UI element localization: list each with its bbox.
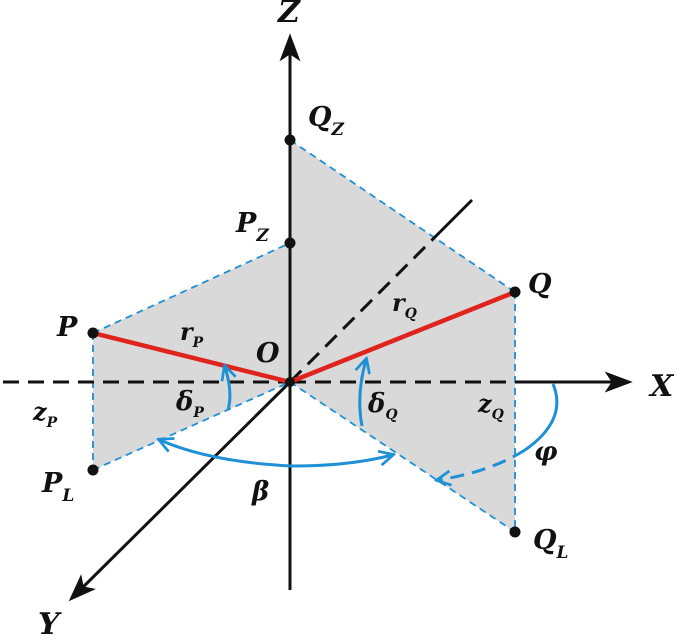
point-qz [284,134,296,146]
points [87,134,521,538]
label-delta-q: δQ [367,389,398,423]
label-pz: PZ [235,208,269,246]
point-q [509,286,521,298]
label-phi: φ [534,437,558,467]
label-ql: QL [533,525,568,563]
arc-beta-right [291,455,392,468]
label-p: P [56,312,78,343]
label-q: Q [528,269,552,300]
x-axis-label: X [648,369,675,404]
label-zq: zQ [477,389,504,423]
label-beta: β [251,477,269,507]
point-origin [285,377,295,387]
label-rp: rP [180,317,204,351]
y-axis-label: Y [38,607,62,639]
point-p [87,327,99,339]
arc-delta-q [360,360,366,427]
label-qz: QZ [308,102,345,140]
point-pz [284,237,296,249]
arc-phi-dashed [438,448,526,480]
radius-p [92,330,291,385]
label-pl: PL [41,468,74,506]
point-pl [87,464,99,476]
z-axis-label: Z [277,0,301,30]
arc-phi [524,383,559,452]
label-zp: zP [32,397,58,431]
arc-beta-left [160,440,293,468]
y-axis-back-dashed [288,230,442,384]
point-ql [509,526,521,538]
y-axis [68,380,292,602]
label-delta-p: δP [175,387,204,421]
radius-q [289,289,516,385]
label-rq: rQ [392,288,417,322]
arc-delta-p [225,367,230,411]
origin-label: O [256,338,280,369]
y-axis-back-solid [438,198,474,234]
plane-edges [92,139,516,533]
